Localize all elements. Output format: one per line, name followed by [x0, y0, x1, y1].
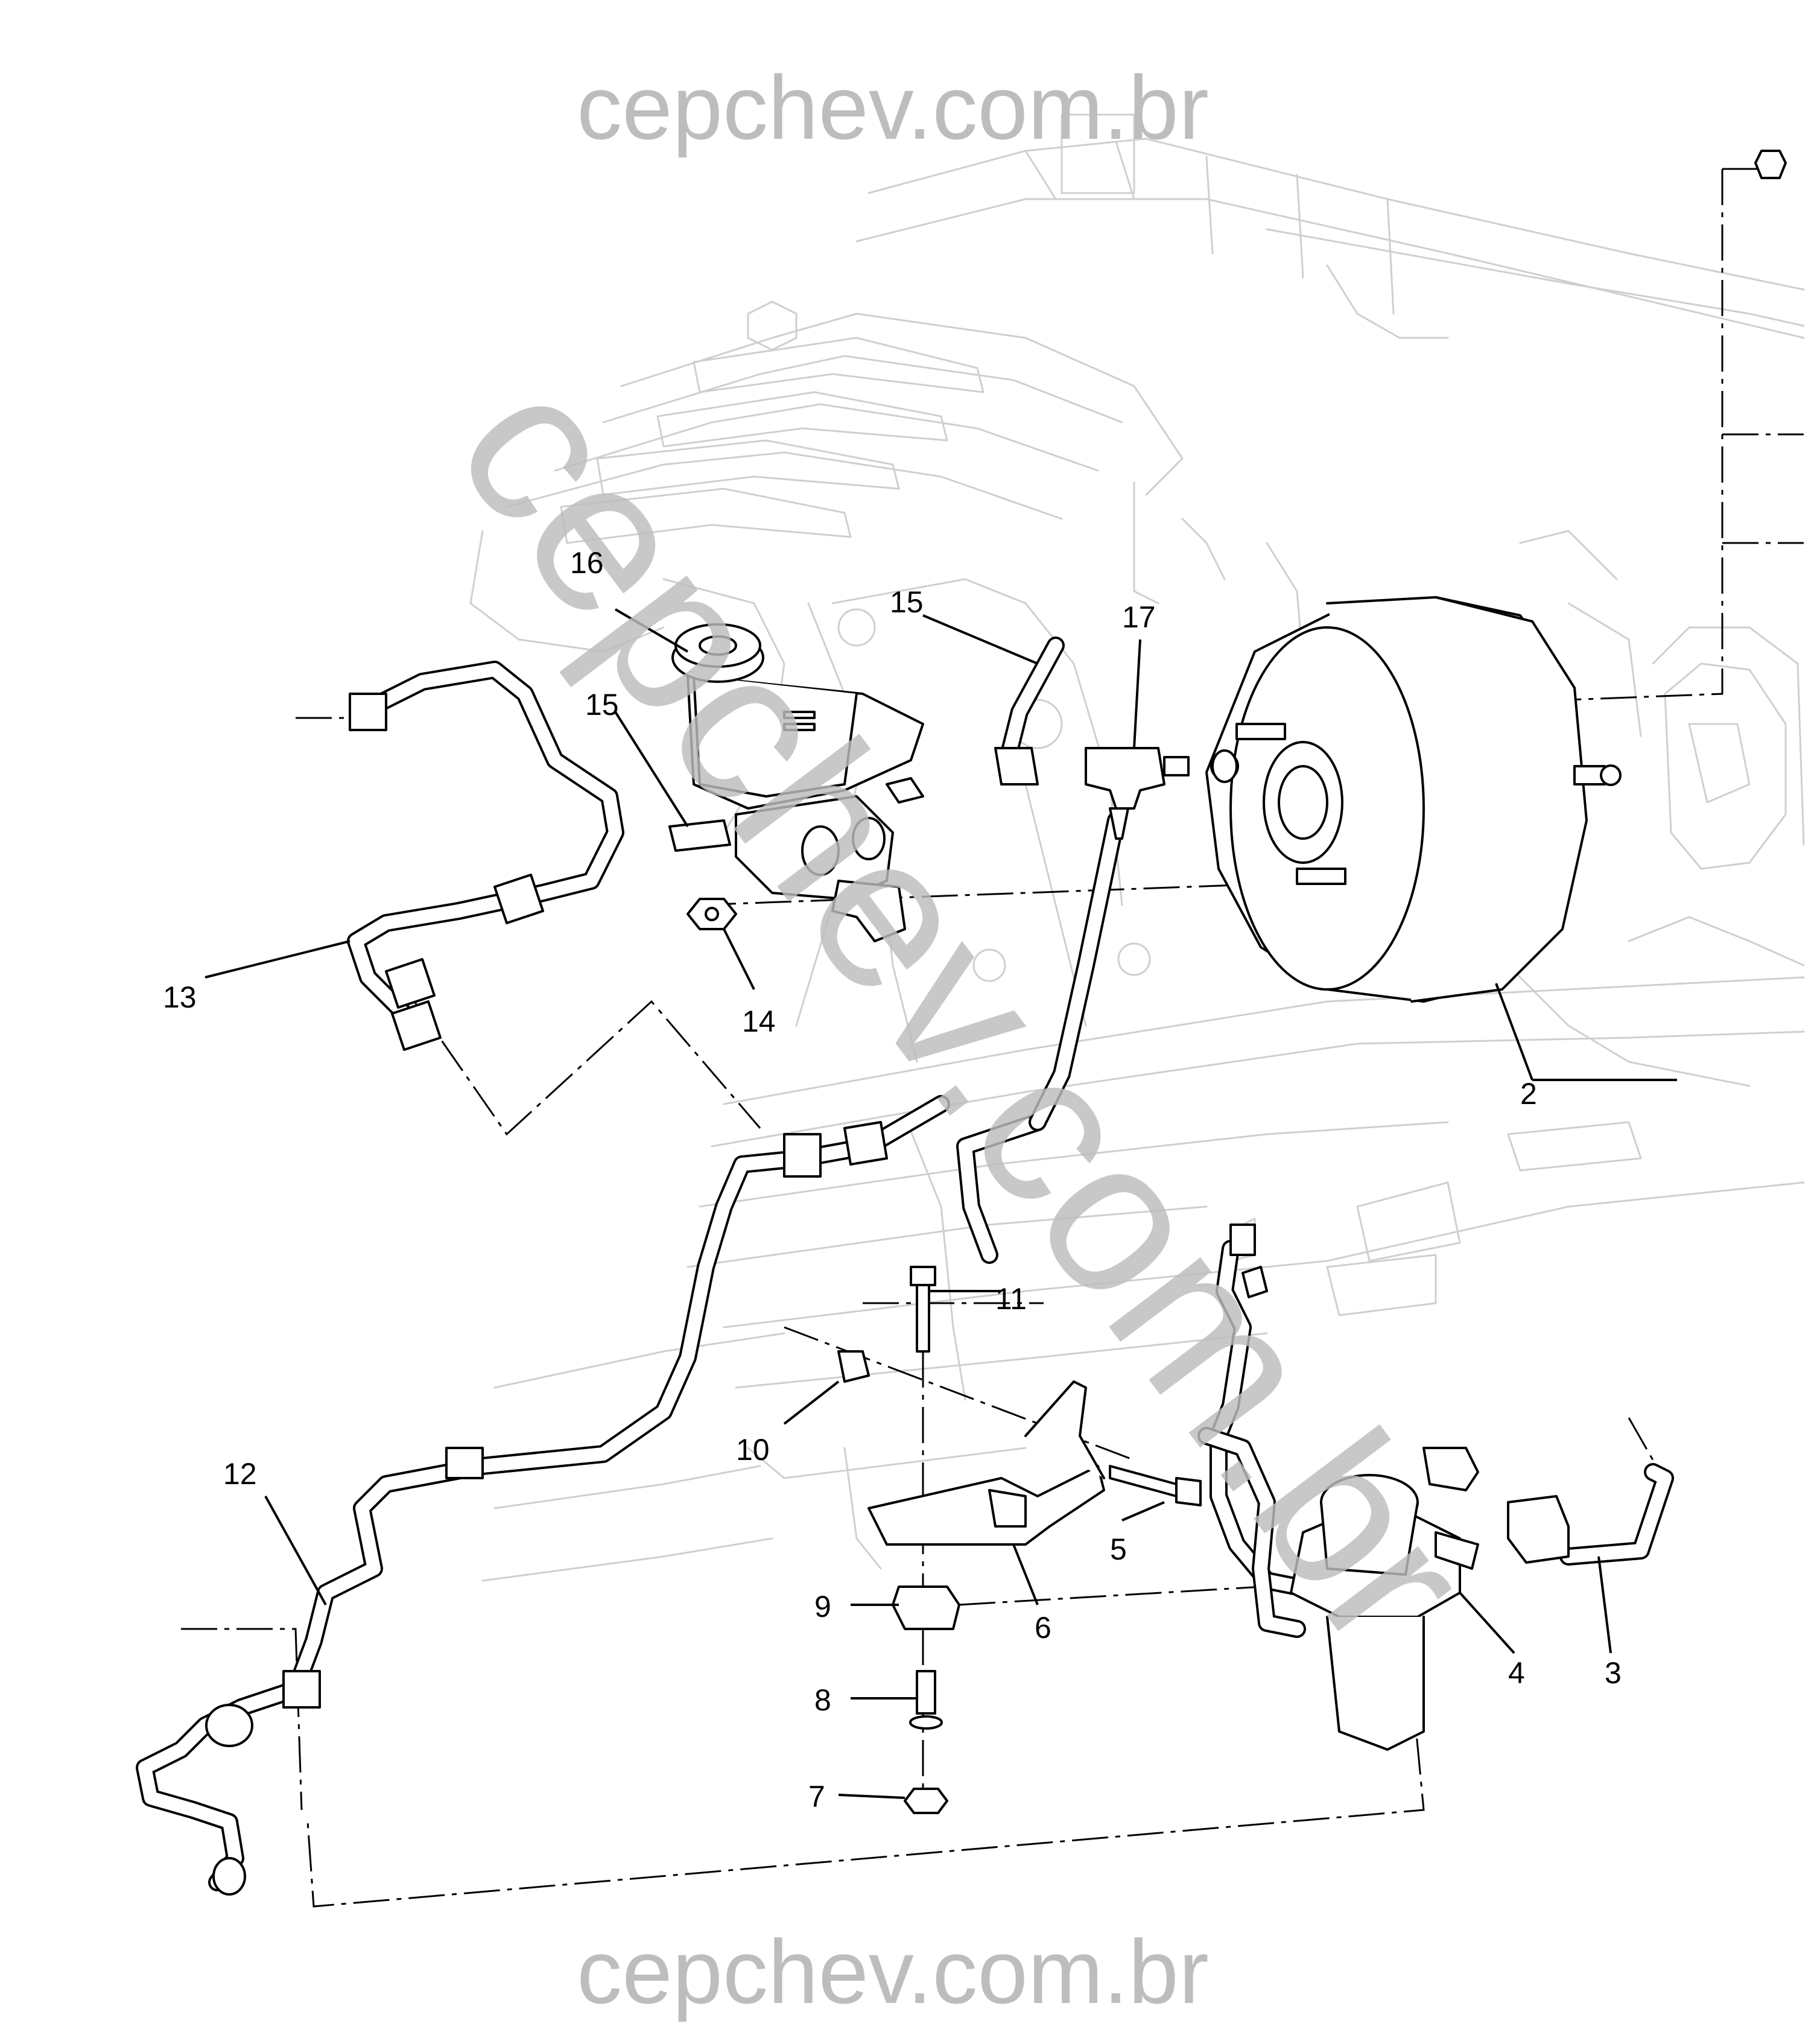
callout-15-left: 15 — [585, 688, 619, 722]
callout-numbers: 2 3 4 5 6 7 8 9 10 11 12 13 14 15 15 16 … — [163, 546, 1622, 1814]
small-parts — [668, 150, 1787, 1814]
callout-17: 17 — [1122, 600, 1156, 634]
callout-12: 12 — [223, 1457, 257, 1491]
callout-2: 2 — [1520, 1077, 1537, 1111]
callout-6: 6 — [1035, 1611, 1051, 1645]
master-cylinder-reservoir — [671, 623, 924, 942]
callout-11: 11 — [995, 1282, 1027, 1316]
callout-8: 8 — [814, 1683, 831, 1717]
watermark-bottom: cepchev.com.br — [577, 1921, 1209, 2022]
callout-5: 5 — [1110, 1532, 1127, 1566]
pump-hoses — [1197, 1224, 1674, 1638]
callout-15-right: 15 — [890, 585, 924, 619]
callout-13: 13 — [163, 980, 197, 1014]
callout-leaders — [205, 608, 1677, 1799]
callout-9: 9 — [814, 1590, 831, 1623]
watermark-top: cepchev.com.br — [577, 57, 1209, 158]
callout-7: 7 — [808, 1780, 825, 1814]
callout-14: 14 — [742, 1005, 776, 1038]
callout-16: 16 — [570, 546, 604, 580]
vacuum-hose-12 — [136, 811, 1125, 1896]
vacuum-hose-13 — [347, 661, 624, 1051]
callout-4: 4 — [1508, 1656, 1525, 1690]
brake-booster — [1205, 596, 1622, 1003]
callout-10: 10 — [736, 1433, 770, 1467]
callout-3: 3 — [1605, 1656, 1622, 1690]
